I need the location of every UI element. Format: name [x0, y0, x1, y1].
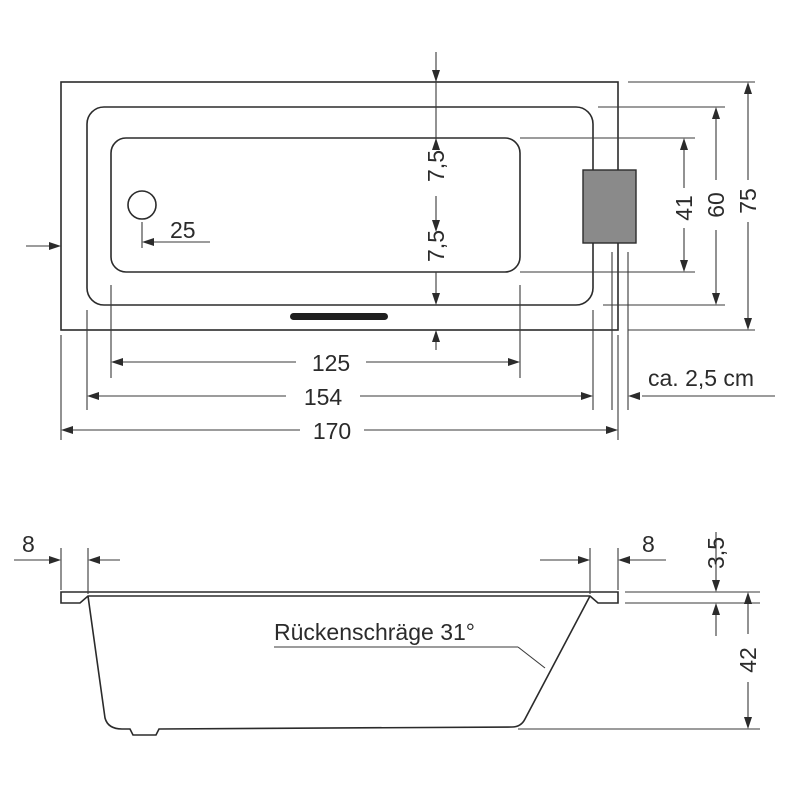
label-depth: 42 [735, 647, 761, 673]
tub-floor-outline [110, 137, 521, 273]
label-inner-height-bottom: 41 [671, 195, 697, 221]
tub-body-profile [87, 595, 591, 736]
label-inner-height: 60 [703, 192, 729, 218]
label-rim-thickness: 3,5 [703, 537, 729, 569]
overflow-slot [290, 313, 388, 320]
label-inner-width-bottom: 125 [312, 350, 350, 376]
side-arrowheads [49, 556, 752, 729]
label-total-width: 170 [313, 418, 351, 444]
label-depth-upper: 7,5 [423, 150, 449, 182]
dimension-lines [26, 52, 775, 431]
arrowheads [49, 70, 752, 434]
label-total-height: 75 [735, 188, 761, 214]
tub-inner-rim [86, 106, 594, 306]
label-rim-width: ca. 2,5 cm [648, 365, 754, 391]
tub-outer-outline [60, 81, 619, 331]
label-right-edge: 8 [642, 531, 655, 557]
tub-rim-profile [60, 591, 619, 604]
label-drain-diameter: 25 [170, 217, 196, 243]
label-left-edge: 8 [22, 531, 35, 557]
label-inner-width: 154 [304, 384, 343, 410]
extension-lines [60, 81, 755, 440]
apron-panel [582, 169, 637, 244]
top-view: 125 154 170 25 7,5 7,5 41 60 75 ca. 2,5 … [26, 52, 775, 444]
drain-circle [127, 190, 157, 220]
side-dimension-lines [14, 532, 749, 719]
label-depth-lower: 7,5 [423, 230, 449, 262]
side-view: 8 8 3,5 42 Rückenschräge 31° [14, 531, 761, 736]
label-back-slope: Rückenschräge 31° [274, 619, 475, 645]
side-extension-lines [60, 548, 760, 730]
